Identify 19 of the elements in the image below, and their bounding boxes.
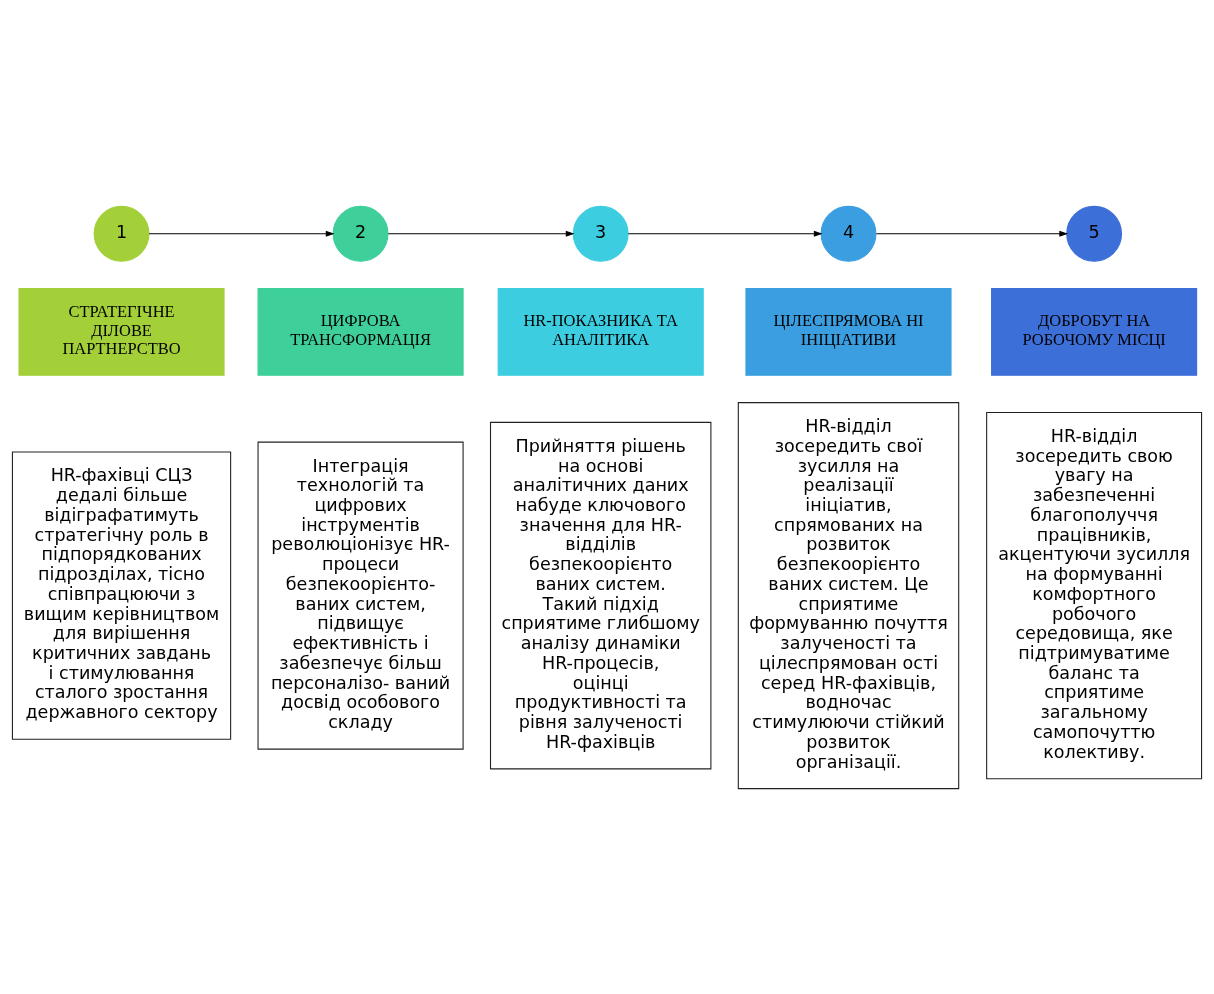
node-box: HR-відділ зосередить свою увагу на забезпеченні благополуччя працівників, акцентуючи зусилля на формуванні комфортного робочого середовища, яке підтримуватиме баланс та сприятиме загальному самопочуттю колективу. [986,411,1203,779]
node-circle: 5 [1066,205,1123,262]
node-box: ЦІЛЕСПРЯМОВА НІ ІНІЦІАТИВИ [745,287,952,376]
node-box: СТРАТЕГІЧНЕ ДІЛОВЕ ПАРТНЕРСТВО [18,287,225,376]
node-box: HR-фахівці СЦЗ дедалі більше відіграфатимуть стратегічну роль в підпорядкованих підрозділах, тісно співпрацюючи з вищим керівництвом для вирішення критичних завдань і стимулювання сталого зростання державного сектору [11,450,232,740]
node-circle: 4 [820,205,877,262]
node-circle: 1 [93,205,150,262]
arrow [627,230,823,237]
node-box: Інтеграція технологій та цифрових інструментів революціонізує HR-процеси безпекоорієнто- ваних систем, підвищує ефективність і забезпечує більш персоналізо- ваний досвід особового складу [257,441,464,750]
node-box: HR-відділ зосередить свої зусилля на реалізації ініціатив, спрямованих на розвиток безпекоорієнто ваних систем. Це сприятиме формуванню почуття залученості та цілеспрямован ості серед HR-фахівців, водночас стимулюючи стійкий розвиток організації. [737,401,960,789]
arrow [875,230,1069,237]
node-circle: 2 [332,205,389,262]
arrow [387,230,575,237]
node-box: HR-ПОКАЗНИКА ТА АНАЛІТИКА [497,287,704,376]
node-box: Прийняття рішень на основі аналітичних даних набуде ключового значення для HR-відділів безпекоорієнто ваних систем. Такий підхід сприятиме глибшому аналізу динаміки HR-процесів, оцінці продуктивності та рівня залученості HR-фахівців [489,421,712,769]
node-circle: 3 [572,205,629,262]
node-box: ДОБРОБУТ НА РОБОЧОМУ МІСЦІ [991,287,1198,376]
node-box: ЦИФРОВА ТРАНСФОРМАЦІЯ [257,287,464,376]
arrow [148,230,335,237]
